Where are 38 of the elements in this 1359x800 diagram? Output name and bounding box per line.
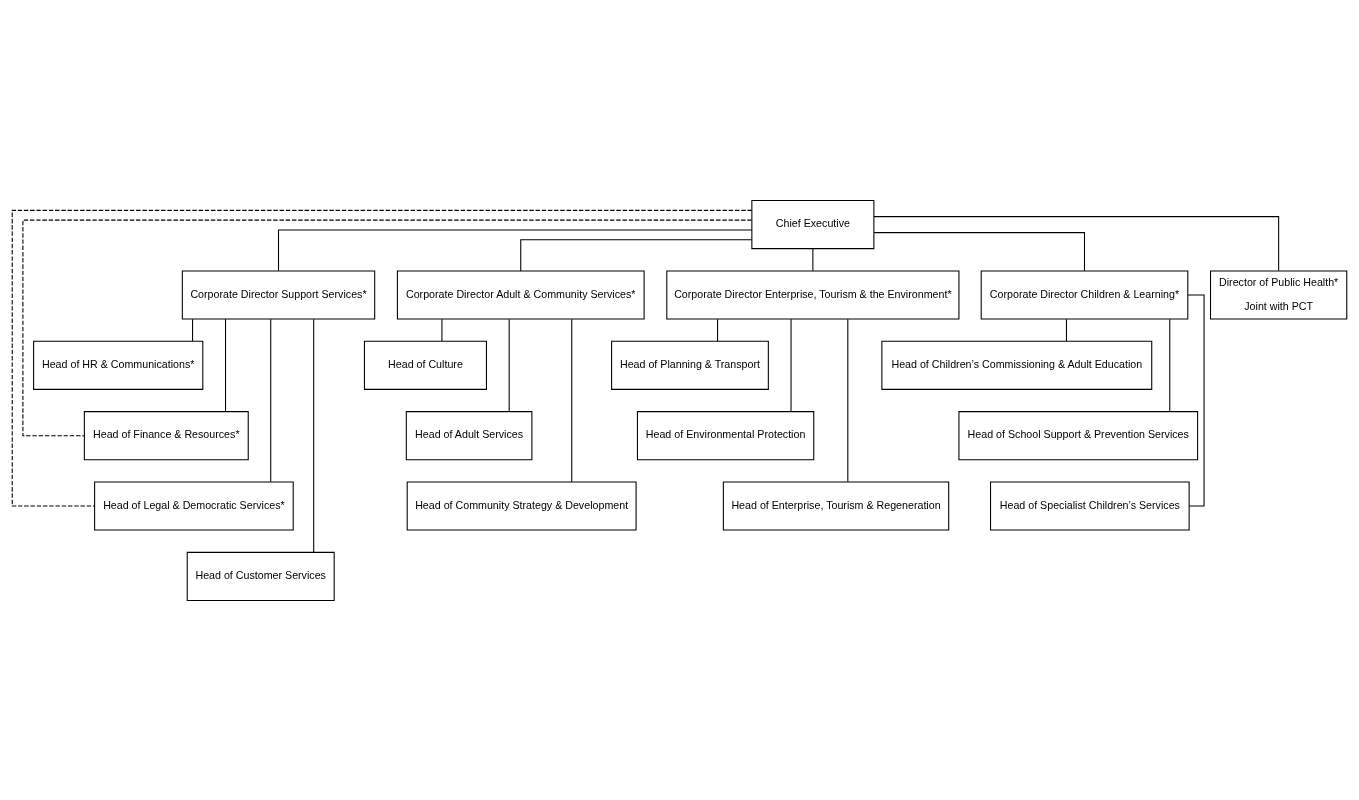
connector bbox=[441, 318, 443, 342]
connector bbox=[571, 318, 573, 482]
connector bbox=[812, 247, 814, 271]
node-box: Corporate Director Adult & Community Services* bbox=[396, 269, 645, 320]
connector bbox=[11, 209, 753, 507]
connector bbox=[790, 318, 792, 412]
node-box: Corporate Director Support Services* bbox=[181, 269, 376, 320]
connector bbox=[270, 318, 272, 482]
node-box: Head of HR & Communications* bbox=[33, 340, 204, 390]
node-box: Head of Customer Services bbox=[186, 551, 335, 601]
connector bbox=[313, 318, 315, 553]
connector bbox=[873, 215, 1280, 271]
connector bbox=[277, 228, 753, 271]
node-box: Corporate Director Children & Learning* bbox=[980, 269, 1189, 320]
connector bbox=[1065, 318, 1067, 342]
node-box: Head of Environmental Protection bbox=[636, 410, 815, 460]
node-box: Head of Culture bbox=[363, 340, 487, 390]
connector bbox=[847, 318, 849, 482]
connector bbox=[520, 238, 753, 271]
connector bbox=[717, 318, 719, 342]
node-box: Head of Adult Services bbox=[405, 410, 533, 460]
node-box: Head of Legal & Democratic Services* bbox=[94, 480, 294, 531]
node-box: Corporate Director Enterprise, Tourism & the Environment* bbox=[666, 269, 960, 320]
connector bbox=[508, 318, 510, 412]
node-box: Head of Enterprise, Tourism & Regeneration bbox=[722, 480, 950, 531]
node-box: Head of Finance & Resources* bbox=[83, 410, 249, 460]
node-box: Director of Public Health* Joint with PCT bbox=[1209, 269, 1348, 320]
node-box: Chief Executive bbox=[751, 199, 875, 249]
connector bbox=[225, 318, 227, 412]
node-box: Head of School Support & Prevention Services bbox=[958, 410, 1199, 460]
connector bbox=[873, 231, 1086, 271]
node-box: Head of Community Strategy & Development bbox=[406, 480, 637, 531]
connector bbox=[192, 318, 194, 342]
node-box: Head of Planning & Transport bbox=[611, 340, 769, 390]
connector bbox=[1169, 318, 1171, 412]
node-box: Head of Children’s Commissioning & Adult Education bbox=[881, 340, 1153, 390]
node-box: Head of Specialist Children’s Services bbox=[990, 480, 1190, 531]
connector bbox=[22, 219, 753, 436]
